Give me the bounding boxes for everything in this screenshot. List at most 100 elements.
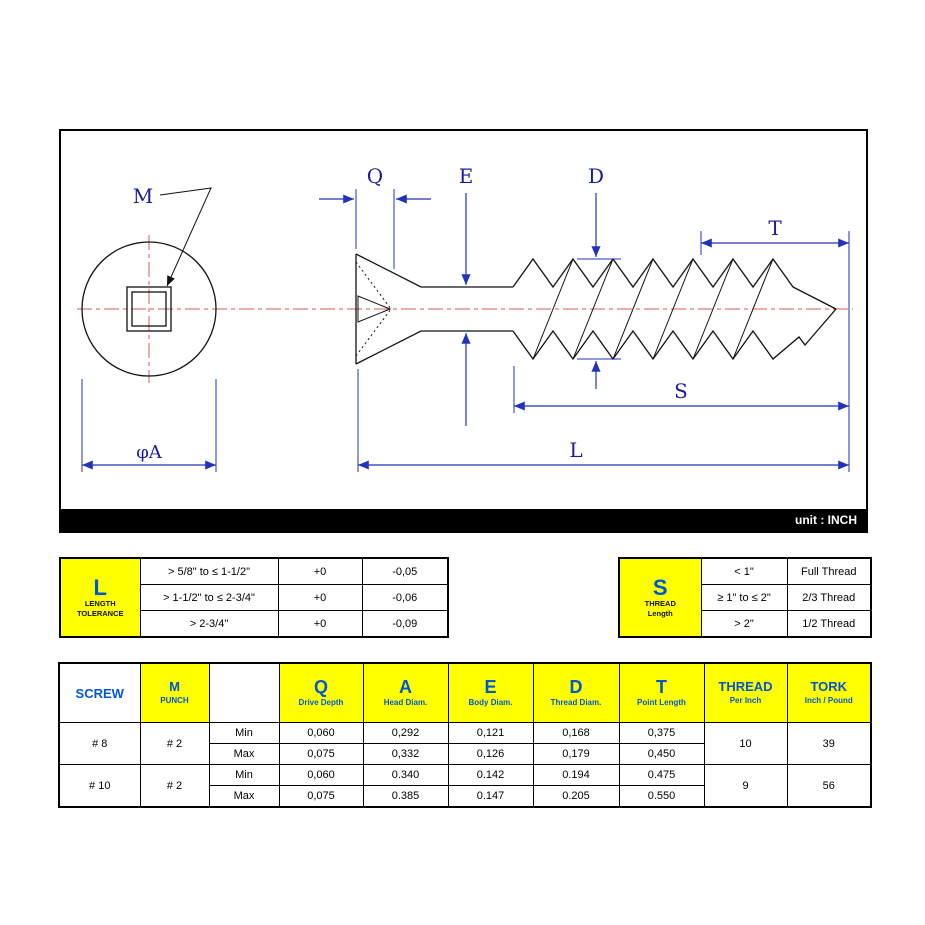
- cell-value: Full Thread: [786, 557, 872, 585]
- t-dimension: [700, 231, 850, 472]
- l-dimension: [357, 369, 849, 472]
- cell-e: 0.147: [447, 785, 534, 808]
- cell-d: 0.194: [532, 764, 620, 786]
- s-thread-header: S THREAD Length: [618, 557, 702, 638]
- cell-a: 0.340: [362, 764, 449, 786]
- cell-a: 0,292: [362, 722, 449, 744]
- l-tolerance-header: L LENGTH TOLERANCE: [59, 557, 141, 638]
- table-row: ≥ 1" to ≤ 2" 2/3 Thread: [619, 584, 872, 611]
- cell-minmax: Min: [208, 764, 280, 786]
- cell-tork: 56: [786, 764, 872, 808]
- cell-thread: 9: [703, 764, 788, 808]
- cell-tork: 39: [786, 722, 872, 765]
- label-q: Q: [367, 164, 383, 188]
- cell-d: 0.205: [532, 785, 620, 808]
- spec-row-10-max: Max 0,075 0.385 0.147 0.205 0.550: [59, 785, 871, 808]
- s-letter: S: [652, 574, 668, 600]
- label-d: D: [588, 164, 604, 188]
- cell-screw: # 8: [58, 722, 141, 765]
- cell-t: 0.475: [618, 764, 705, 786]
- cell-range: > 2-3/4": [139, 610, 279, 638]
- label-phi-a: φA: [136, 442, 163, 463]
- cell-q: 0,060: [278, 764, 364, 786]
- table-row: L LENGTH TOLERANCE > 5/8" to ≤ 1-1/2" +0…: [59, 557, 449, 638]
- cell-plus: +0: [277, 610, 363, 638]
- cell-range: > 1-1/2" to ≤ 2-3/4": [139, 584, 279, 611]
- cell-q: 0,075: [278, 743, 364, 765]
- label-t: T: [768, 216, 782, 240]
- cell-t: 0.550: [618, 785, 705, 808]
- cell-range: > 5/8" to ≤ 1-1/2": [139, 557, 279, 585]
- head-front-view: [81, 241, 217, 377]
- s-sub1: THREAD: [644, 598, 676, 608]
- l-sub1: LENGTH: [84, 598, 116, 608]
- spec-row-8-min: # 8 # 2 Min 0,060 0,292 0,121 0,168 0,37…: [58, 722, 872, 765]
- screw-drawing: M φA: [77, 164, 853, 472]
- screw-side-view: [355, 253, 837, 365]
- phi-a-dimension: [81, 379, 217, 472]
- col-header-minmax: [208, 662, 280, 723]
- drawing-panel: M φA: [59, 129, 868, 533]
- unit-bar: unit : INCH: [61, 509, 866, 531]
- cell-minmax: Max: [208, 743, 280, 765]
- m-leader: [159, 187, 212, 287]
- l-tolerance-table: L LENGTH TOLERANCE > 5/8" to ≤ 1-1/2" +0…: [59, 557, 449, 638]
- cell-range: > 2": [700, 610, 788, 638]
- col-header-screw: SCREW: [58, 662, 141, 723]
- table-row: > 1-1/2" to ≤ 2-3/4" +0 -0,06: [60, 584, 449, 611]
- cell-minus: -0,09: [361, 610, 449, 638]
- cell-range: < 1": [700, 557, 788, 585]
- cell-t: 0,450: [618, 743, 705, 765]
- cell-plus: +0: [277, 584, 363, 611]
- label-s: S: [674, 379, 688, 403]
- l-letter: L: [93, 574, 107, 600]
- cell-d: 0,179: [532, 743, 620, 765]
- cell-q: 0,060: [278, 722, 364, 744]
- s-dimension: [513, 366, 849, 413]
- centerlines: [77, 235, 853, 383]
- cell-minmax: Min: [208, 722, 280, 744]
- cell-value: 2/3 Thread: [786, 584, 872, 611]
- cell-e: 0.142: [447, 764, 534, 786]
- cell-value: 1/2 Thread: [786, 610, 872, 638]
- cell-a: 0.385: [362, 785, 449, 808]
- d-dimension: [577, 193, 621, 389]
- cell-plus: +0: [277, 557, 363, 585]
- cell-a: 0,332: [362, 743, 449, 765]
- cell-minus: -0,05: [361, 557, 449, 585]
- cell-q: 0,075: [278, 785, 364, 808]
- cell-e: 0,126: [447, 743, 534, 765]
- table-row: S THREAD Length < 1" Full Thread: [618, 557, 872, 638]
- cell-d: 0,168: [532, 722, 620, 744]
- q-dimension: [319, 189, 431, 269]
- cell-e: 0,121: [447, 722, 534, 744]
- l-sub2: TOLERANCE: [76, 608, 124, 618]
- cell-punch: # 2: [139, 722, 210, 765]
- cell-range: ≥ 1" to ≤ 2": [700, 584, 788, 611]
- label-e: E: [459, 164, 474, 188]
- s-thread-table: S THREAD Length < 1" Full Thread ≥ 1" to…: [618, 557, 872, 638]
- label-l: L: [569, 438, 582, 462]
- table-row: > 2" 1/2 Thread: [619, 610, 872, 638]
- table-row: > 2-3/4" +0 -0,09: [60, 610, 449, 638]
- cell-minmax: Max: [208, 785, 280, 808]
- spec-row-10-min: # 10 # 2 Min 0,060 0.340 0.142 0.194 0.4…: [58, 764, 872, 808]
- spec-row-8-max: Max 0,075 0,332 0,126 0,179 0,450: [59, 743, 871, 765]
- cell-t: 0,375: [618, 722, 705, 744]
- cell-screw: # 10: [58, 764, 141, 808]
- cell-thread: 10: [703, 722, 788, 765]
- cell-minus: -0,06: [361, 584, 449, 611]
- s-sub2: Length: [647, 608, 673, 618]
- cell-punch: # 2: [139, 764, 210, 808]
